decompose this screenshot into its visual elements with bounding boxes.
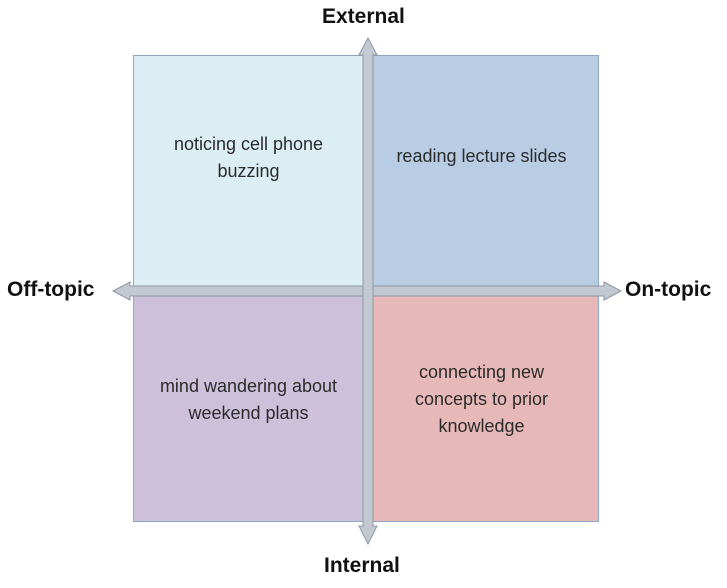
quadrant-text: mind wandering about weekend plans (159, 375, 338, 423)
quadrant-text: reading lecture slides (396, 145, 567, 166)
quadrant-external-off-topic: noticing cell phone buzzing (133, 55, 364, 287)
axis-label-internal: Internal (324, 554, 400, 577)
quadrant-text: noticing cell phone buzzing (173, 134, 324, 181)
axis-label-off-topic: Off-topic (7, 278, 95, 301)
quadrant-external-on-topic: reading lecture slides (364, 55, 599, 287)
vertical-axis-arrow (358, 36, 378, 546)
axis-label-external: External (322, 5, 405, 28)
quadrant-text: connecting new concepts to prior knowled… (414, 362, 549, 436)
axis-label-on-topic: On-topic (625, 278, 712, 301)
quadrant-internal-off-topic: mind wandering about weekend plans (133, 287, 364, 522)
